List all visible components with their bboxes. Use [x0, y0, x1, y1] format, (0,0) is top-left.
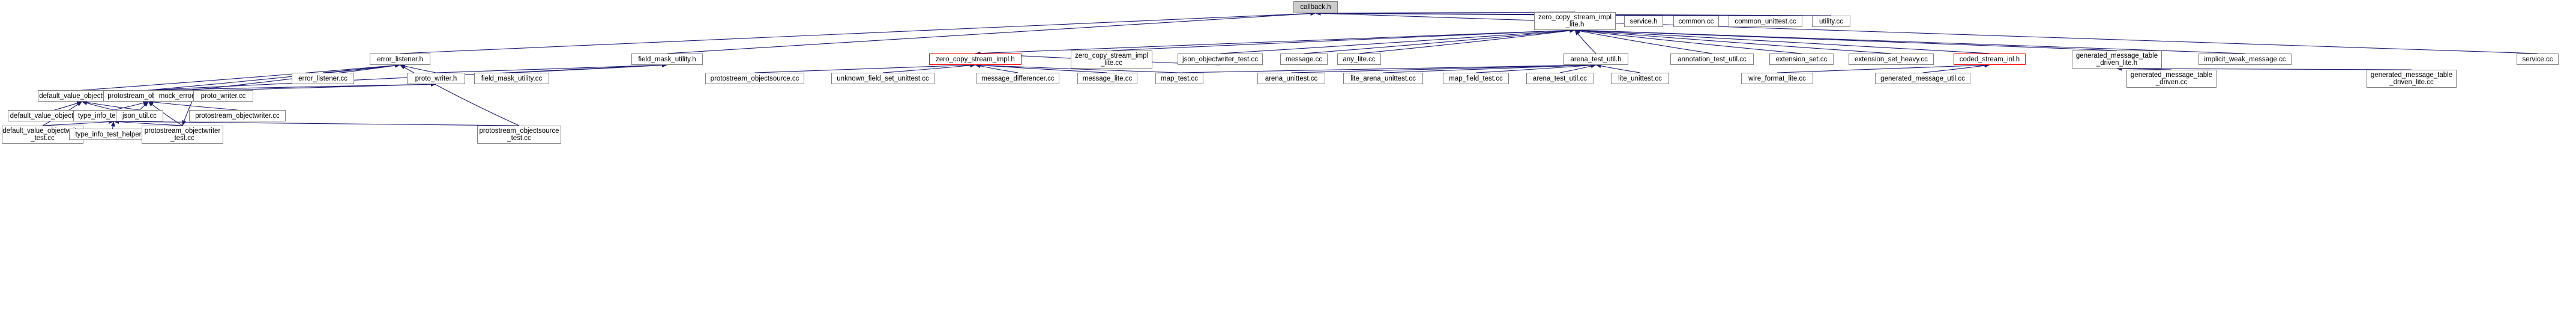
graph-edge	[1574, 28, 1892, 54]
graph-edge	[1304, 28, 1575, 54]
graph-edge	[1179, 63, 1596, 73]
graph-edge	[1922, 63, 1990, 73]
graph-node-field-mask-utility-h[interactable]: field_mask_utility.h	[631, 53, 703, 65]
graph-node-protostream-objectwriter-test-cc[interactable]: protostream_objectwriter _test.cc	[142, 126, 223, 144]
graph-edge	[1574, 28, 1802, 54]
graph-node-protostream-objectsource-cc[interactable]: protostream_objectsource.cc	[705, 73, 804, 84]
graph-node-message-differencer-cc[interactable]: message_differencer.cc	[977, 73, 1059, 84]
graph-edge	[110, 121, 115, 129]
graph-node-arena-unittest-cc[interactable]: arena_unittest.cc	[1257, 73, 1325, 84]
graph-edge	[975, 28, 1575, 54]
graph-node-service-cc[interactable]: service.cc	[2517, 53, 2559, 65]
graph-edge	[975, 64, 1019, 73]
graph-edge	[54, 101, 82, 111]
graph-node-proto-writer-cc[interactable]: proto_writer.cc	[193, 90, 253, 102]
graph-node-any-lite-cc[interactable]: any_lite.cc	[1337, 53, 1381, 65]
graph-edge	[82, 100, 140, 111]
graph-edge	[1291, 63, 1596, 73]
graph-node-extension-set-cc[interactable]: extension_set.cc	[1769, 53, 1834, 65]
graph-node-message-cc[interactable]: message.cc	[1280, 53, 1328, 65]
graph-edge	[1574, 29, 1712, 54]
graph-edge	[400, 11, 1316, 54]
graph-node-zero-copy-stream-impl-lite-cc[interactable]: zero_copy_stream_impl _lite.cc	[1071, 50, 1152, 69]
graph-node-generated-message-table-driven-lite-cc[interactable]: generated_message_table _driven_lite.cc	[2367, 70, 2457, 88]
graph-node-message-lite-cc[interactable]: message_lite.cc	[1077, 73, 1137, 84]
graph-edge	[223, 82, 436, 91]
graph-node-protostream-objectsource-test-cc[interactable]: protostream_objectsource _test.cc	[477, 126, 561, 144]
graph-edge	[42, 120, 114, 126]
graph-edge	[113, 119, 520, 126]
graph-edge	[1475, 63, 1596, 73]
graph-node-json-objectwriter-test-cc[interactable]: json_objectwriter_test.cc	[1178, 53, 1263, 65]
graph-node-callback-h[interactable]: callback.h	[1293, 1, 1338, 13]
graph-node-error-listener-cc[interactable]: error_listener.cc	[292, 73, 354, 84]
graph-node-generated-message-table-driven-lite-h[interactable]: generated_message_table _driven_lite.h	[2072, 50, 2162, 69]
graph-node-arena-test-util-h[interactable]: arena_test_util.h	[1563, 53, 1628, 65]
graph-node-wire-format-lite-cc[interactable]: wire_format_lite.cc	[1741, 73, 1813, 84]
graph-node-common-cc[interactable]: common.cc	[1673, 16, 1719, 27]
graph-edge	[1777, 63, 1990, 73]
graph-node-zero-copy-stream-impl-lite-h[interactable]: zero_copy_stream_impl _lite.h	[1534, 12, 1616, 30]
graph-edge	[113, 120, 183, 126]
graph-edge	[1595, 64, 1640, 73]
graph-node-proto-writer-h[interactable]: proto_writer.h	[407, 73, 465, 84]
graph-node-service-h[interactable]: service.h	[1624, 16, 1663, 27]
graph-node-error-listener-h[interactable]: error_listener.h	[370, 53, 430, 65]
graph-edge	[1383, 63, 1596, 73]
graph-edge	[113, 100, 149, 111]
graph-edge	[148, 100, 238, 111]
graph-node-extension-set-heavy-cc[interactable]: extension_set_heavy.cc	[1849, 53, 1934, 65]
graph-node-generated-message-util-cc[interactable]: generated_message_util.cc	[1875, 73, 1970, 84]
graph-edge	[1574, 29, 1596, 54]
graph-node-common-unittest-cc[interactable]: common_unittest.cc	[1729, 16, 1802, 27]
graph-edge	[322, 63, 400, 73]
graph-node-field-mask-utility-cc[interactable]: field_mask_utility.cc	[474, 73, 549, 84]
graph-node-zero-copy-stream-impl-h[interactable]: zero_copy_stream_impl.h	[929, 53, 1022, 65]
graph-node-lite-unittest-cc[interactable]: lite_unittest.cc	[1611, 73, 1669, 84]
graph-edge	[1220, 28, 1575, 54]
graph-edge	[1315, 11, 2538, 54]
graph-edge	[82, 101, 114, 111]
graph-edge	[1111, 28, 1575, 51]
graph-node-map-field-test-cc[interactable]: map_field_test.cc	[1443, 73, 1509, 84]
graph-edge	[139, 101, 149, 111]
graph-edge	[667, 11, 1316, 54]
graph-edge	[882, 63, 976, 73]
graph-node-map-test-cc[interactable]: map_test.cc	[1155, 73, 1203, 84]
graph-edge	[754, 63, 976, 73]
graph-edge	[1574, 28, 1990, 54]
graph-edge	[400, 64, 436, 73]
graph-node-annotation-test-util-cc[interactable]: annotation_test_util.cc	[1670, 53, 1754, 65]
graph-node-generated-message-table-driven-cc[interactable]: generated_message_table _driven.cc	[2126, 70, 2216, 88]
graph-node-type-info-test-helper-cc[interactable]: type_info_test_helper.cc	[69, 129, 156, 140]
graph-edge	[436, 63, 667, 73]
graph-node-lite-arena-unittest-cc[interactable]: lite_arena_unittest.cc	[1343, 73, 1423, 84]
graph-node-implicit-weak-message-cc[interactable]: implicit_weak_message.cc	[2198, 53, 2292, 65]
graph-node-json-util-cc[interactable]: json_util.cc	[116, 110, 163, 121]
graph-edge	[1559, 64, 1596, 73]
graph-edge	[148, 63, 400, 91]
graph-node-protostream-objectwriter-cc[interactable]: protostream_objectwriter.cc	[189, 110, 286, 121]
graph-node-unknown-field-set-unittest-cc[interactable]: unknown_field_set_unittest.cc	[831, 73, 934, 84]
graph-node-utility-cc[interactable]: utility.cc	[1812, 16, 1850, 27]
graph-edge	[1574, 28, 2117, 51]
graph-node-arena-test-util-cc[interactable]: arena_test_util.cc	[1526, 73, 1593, 84]
graph-edge	[148, 82, 436, 91]
graph-node-coded-stream-inl-h[interactable]: coded_stream_inl.h	[1954, 53, 2026, 65]
graph-edge	[511, 63, 667, 73]
graph-edge	[1359, 28, 1575, 54]
